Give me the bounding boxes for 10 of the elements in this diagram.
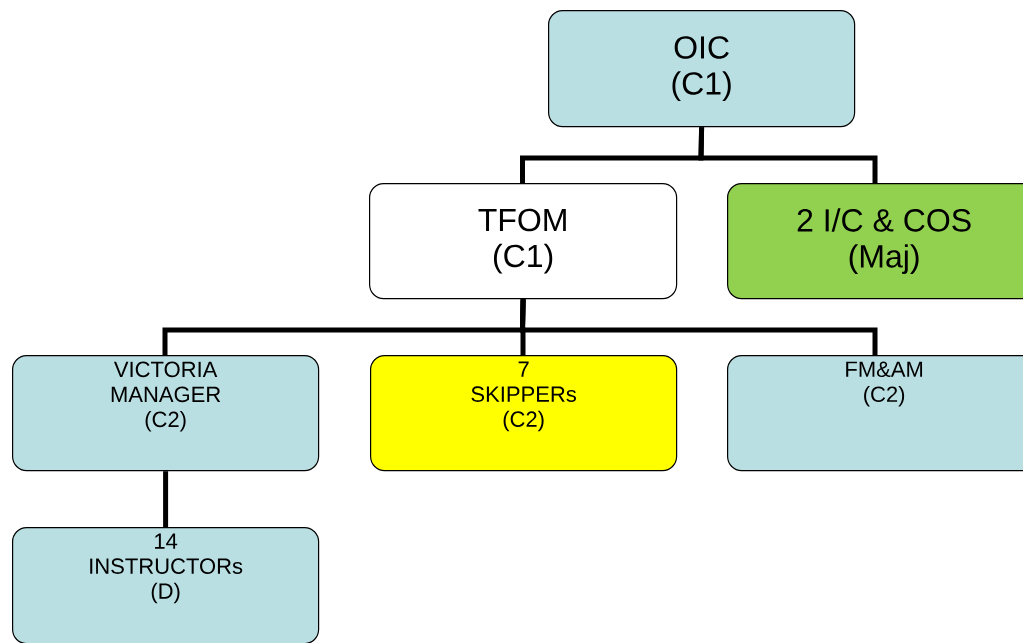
org-box: 7 SKIPPERs (C2) bbox=[370, 355, 678, 472]
connector-line bbox=[519, 299, 878, 355]
org-box: VICTORIA MANAGER (C2) bbox=[12, 355, 320, 472]
org-box: FM&AM (C2) bbox=[727, 355, 1023, 472]
org-box: 2 I/C & COS (Maj) bbox=[727, 183, 1023, 300]
connector-line bbox=[698, 127, 878, 183]
connector-line bbox=[163, 471, 169, 527]
org-box: 14 INSTRUCTORs (D) bbox=[12, 527, 320, 643]
org-box: TFOM (C1) bbox=[369, 183, 678, 300]
org-box: OIC (C1) bbox=[548, 10, 856, 128]
